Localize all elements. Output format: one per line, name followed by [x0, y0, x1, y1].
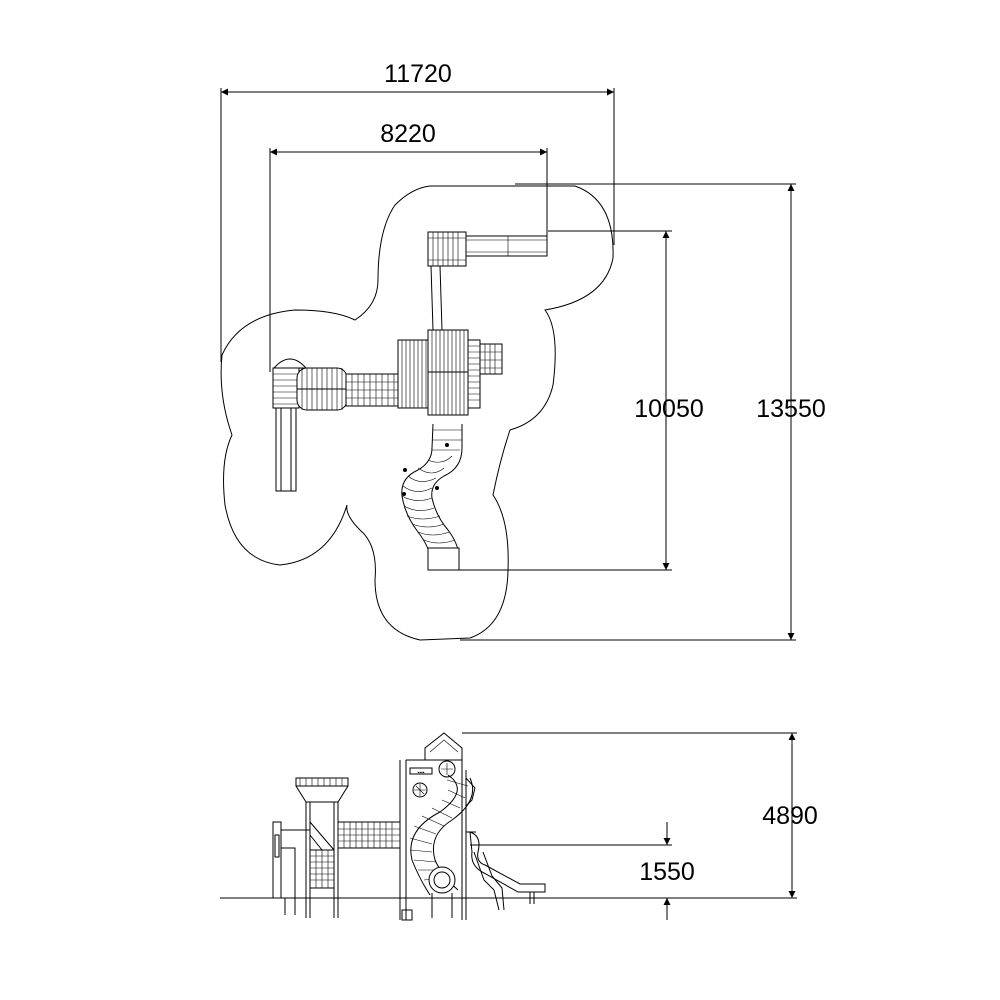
elevation-tube-slide [409, 774, 474, 918]
dimension-total-height: 4890 [462, 732, 818, 898]
plan-view: 11720 8220 10050 13550 [220, 60, 826, 641]
dimension-label-overall-depth: 13550 [756, 395, 826, 423]
dimension-label-platform-height: 1550 [639, 858, 695, 886]
dimension-overall-width: 11720 [220, 60, 615, 362]
plan-net-tunnel [345, 373, 399, 407]
safety-zone-outline [220, 185, 614, 641]
elevation-right-slide [466, 831, 546, 911]
plan-left-slide [272, 358, 308, 492]
svg-text:▪▪▪▪: ▪▪▪▪ [417, 770, 424, 776]
plan-left-module [296, 367, 348, 411]
plan-tube-slide [401, 423, 463, 571]
dimension-label-inner-depth: 10050 [634, 395, 704, 423]
elevation-bridge [338, 821, 400, 849]
dimension-label-total-height: 4890 [762, 802, 818, 830]
dimension-inner-width: 8220 [269, 120, 548, 372]
dimension-inner-depth: 10050 [458, 230, 704, 571]
plan-top-tower [427, 231, 548, 331]
dimension-overall-depth: 13550 [460, 183, 826, 641]
elevation-central-tower: ▪▪▪▪ [399, 732, 476, 921]
elevation-left-frame [272, 777, 349, 918]
dimension-label-overall-width: 11720 [384, 60, 452, 88]
dimension-label-inner-width: 8220 [380, 120, 436, 148]
elevation-view: 4890 1550 [220, 732, 818, 921]
dimension-platform-height: 1550 [470, 822, 695, 920]
plan-central-tower [397, 329, 503, 416]
